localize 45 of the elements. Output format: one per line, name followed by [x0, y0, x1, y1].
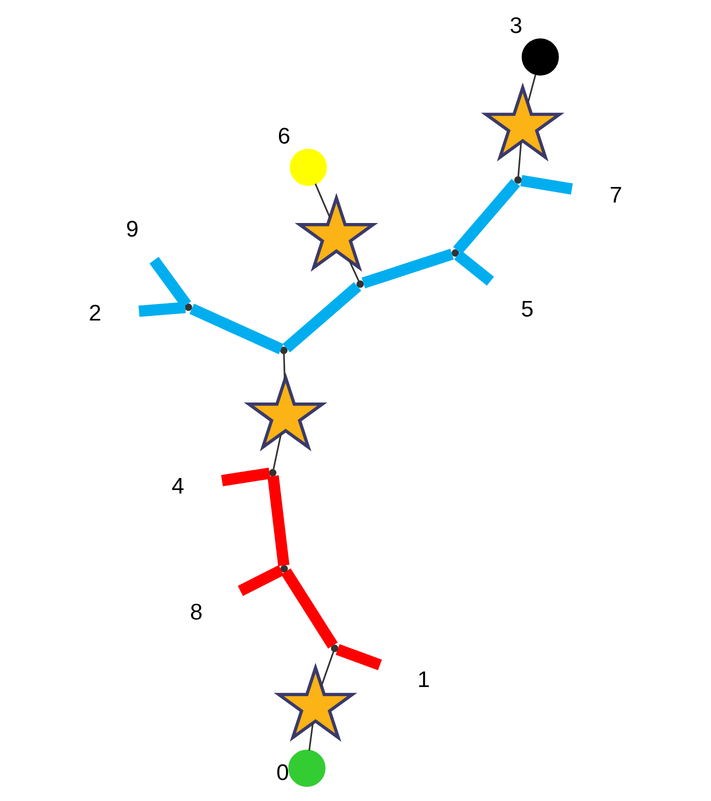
- connector: [281, 568, 338, 649]
- node-star: [244, 372, 328, 452]
- connector: [520, 174, 573, 195]
- node-text: 5: [521, 296, 534, 322]
- connector: [189, 304, 284, 354]
- node-text: 4: [172, 474, 184, 499]
- node-star: [480, 82, 564, 162]
- node-circle: [288, 750, 326, 787]
- node-circle: [290, 148, 327, 186]
- node-point: [280, 565, 288, 572]
- connector: [314, 183, 331, 218]
- connector: [336, 644, 382, 670]
- node-label: 0: [276, 760, 289, 785]
- connector: [308, 723, 314, 751]
- connector: [320, 651, 334, 686]
- node-point: [269, 469, 276, 476]
- node-point: [330, 644, 338, 652]
- connector: [362, 248, 454, 288]
- connector: [283, 354, 286, 380]
- connector: [527, 74, 536, 104]
- connector: [238, 565, 284, 596]
- connector: [138, 302, 186, 317]
- connector: [517, 142, 522, 177]
- node-point: [452, 249, 460, 257]
- connector: [272, 434, 282, 470]
- connector: [453, 178, 520, 254]
- node-circle: [522, 38, 559, 76]
- node-point: [356, 280, 364, 288]
- node-text: 8: [190, 599, 203, 624]
- node-label: 3: [510, 13, 522, 38]
- node-text: 7: [610, 182, 622, 208]
- node-point: [184, 304, 192, 311]
- node-label: 6: [278, 123, 290, 148]
- node-point: [514, 176, 522, 184]
- node-text: 1: [417, 666, 430, 692]
- connector: [282, 282, 362, 352]
- connector: [267, 475, 290, 566]
- connector: [149, 256, 192, 308]
- node-point: [280, 346, 288, 354]
- node-star: [274, 662, 358, 742]
- connector: [454, 250, 494, 286]
- node-text: 2: [88, 300, 102, 326]
- node-text: 9: [126, 216, 139, 242]
- node-star: [294, 192, 378, 272]
- connector: [348, 260, 360, 282]
